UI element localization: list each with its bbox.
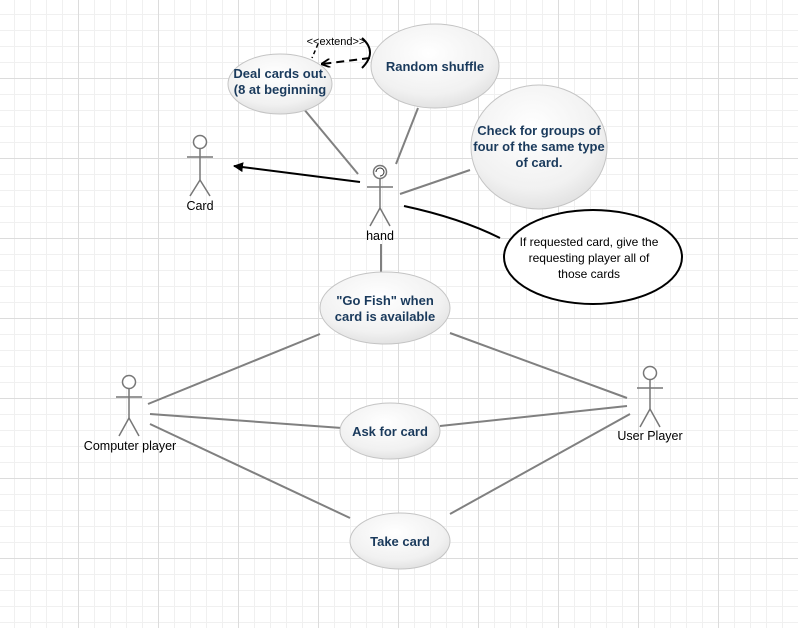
actor-user-player-icon: [637, 365, 663, 428]
actor-hand[interactable]: hand: [366, 164, 394, 244]
use-case-shuffle[interactable]: Random shuffle: [370, 23, 500, 109]
actor-card-label: Card: [186, 199, 213, 213]
use-case-deal[interactable]: Deal cards out. (8 at beginning: [227, 53, 333, 115]
use-case-deal-line-2: (8 at beginning: [234, 82, 327, 97]
extend-curve: [361, 37, 371, 69]
use-case-give-line-3: those cards: [558, 267, 620, 281]
assoc-user-gofish: [449, 332, 628, 399]
use-case-check[interactable]: Check for groups of four of the same typ…: [470, 84, 608, 210]
extend-curve-left: [311, 43, 319, 59]
use-case-ask[interactable]: Ask for card: [339, 402, 441, 460]
actor-computer-player-label: Computer player: [84, 439, 176, 453]
associations: [147, 107, 631, 519]
actor-hand-label: hand: [366, 229, 394, 243]
actor-user-player[interactable]: User Player: [617, 365, 683, 444]
use-case-give[interactable]: If requested card, give the requesting p…: [503, 209, 683, 305]
arrow-hand-to-card: [233, 162, 361, 183]
actor-user-player-label: User Player: [617, 429, 682, 443]
extend-stereotype: <<extend>>: [307, 36, 366, 48]
assoc-user-take: [449, 413, 631, 515]
assoc-hand-shuffle: [395, 107, 419, 165]
actor-card[interactable]: Card: [186, 134, 214, 214]
use-case-ask-label: Ask for card: [352, 424, 428, 439]
assoc-computer-take: [149, 423, 351, 519]
use-case-gofish-line-1: "Go Fish" when: [336, 293, 434, 308]
use-case-gofish[interactable]: "Go Fish" when card is available: [319, 271, 451, 345]
assoc-computer-ask: [149, 413, 343, 429]
assoc-hand-check: [399, 169, 471, 195]
use-case-check-line-3: of card.: [516, 155, 563, 170]
use-case-give-line-2: requesting player all of: [529, 251, 650, 265]
actor-computer-player[interactable]: Computer player: [84, 374, 176, 454]
use-case-shuffle-label: Random shuffle: [386, 59, 484, 74]
use-case-check-line-1: Check for groups of: [477, 123, 601, 138]
connector-hand-give: [403, 205, 501, 239]
use-case-deal-line-1: Deal cards out.: [233, 66, 326, 81]
extend-relationship: <<extend>>: [307, 36, 371, 69]
use-case-give-line-1: If requested card, give the: [520, 235, 659, 249]
use-case-take[interactable]: Take card: [349, 512, 451, 570]
actor-card-icon: [187, 134, 213, 197]
actor-computer-player-icon: [116, 374, 142, 437]
assoc-hand-deal: [302, 107, 359, 175]
extend-dashed-line: [322, 57, 371, 64]
rotate-handle-icon: [375, 167, 385, 177]
assoc-user-ask: [439, 405, 628, 427]
use-case-check-line-2: four of the same type: [473, 139, 604, 154]
actor-hand-icon: [367, 164, 393, 227]
assoc-computer-gofish: [147, 333, 321, 405]
use-case-take-label: Take card: [370, 534, 430, 549]
use-case-gofish-line-2: card is available: [335, 309, 435, 324]
